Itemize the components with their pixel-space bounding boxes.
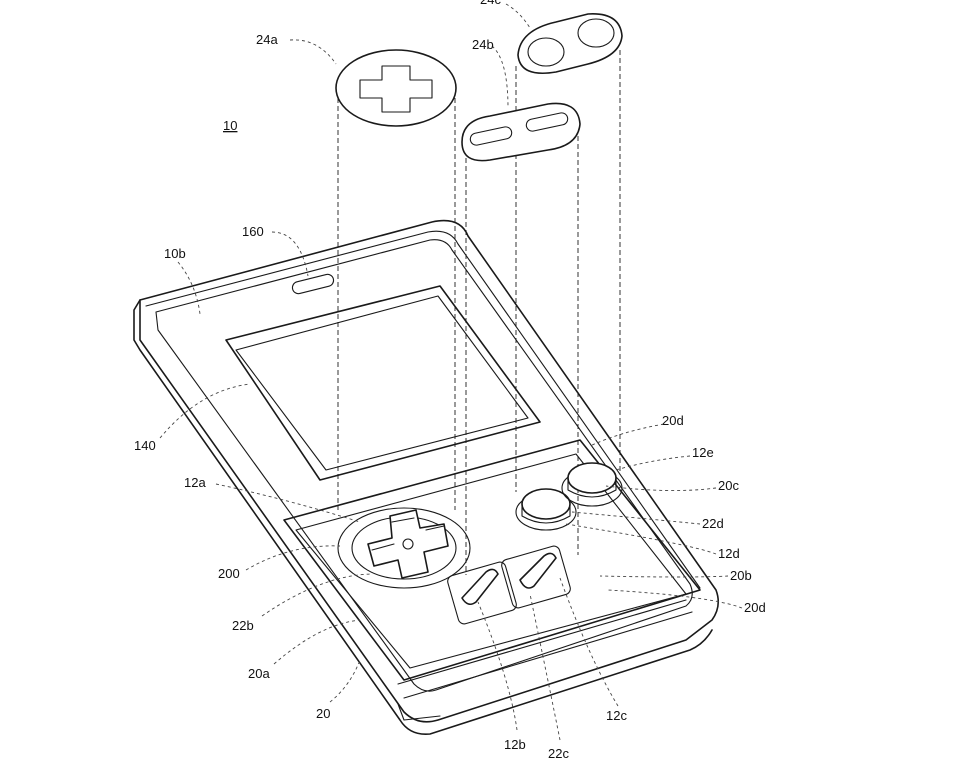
label-20a: 20a <box>248 666 270 681</box>
label-12b: 12b <box>504 737 526 752</box>
leader-lines <box>159 3 743 741</box>
start-select-cap-24b <box>461 102 581 575</box>
label-140: 140 <box>134 438 156 453</box>
label-12c: 12c <box>606 708 627 723</box>
label-20: 20 <box>316 706 330 721</box>
label-22b: 22b <box>232 618 254 633</box>
label-12a: 12a <box>184 475 206 490</box>
speaker-slot-160 <box>291 273 335 295</box>
reference-labels: 24c 24a 24b 10 160 10b 140 12a 200 22b 2… <box>134 0 766 761</box>
label-12d: 12d <box>718 546 740 561</box>
label-20b: 20b <box>730 568 752 583</box>
label-20d-bottom: 20d <box>744 600 766 615</box>
label-200: 200 <box>218 566 240 581</box>
label-10: 10 <box>223 118 237 133</box>
label-20c: 20c <box>718 478 739 493</box>
dpad-cap-24a <box>335 49 457 510</box>
label-22d: 22d <box>702 516 724 531</box>
label-24a: 24a <box>256 32 278 47</box>
label-12e: 12e <box>692 445 714 460</box>
label-20d-top: 20d <box>662 413 684 428</box>
screen-140 <box>225 285 541 481</box>
label-22c: 22c <box>548 746 569 761</box>
label-160: 160 <box>242 224 264 239</box>
label-24b: 24b <box>472 37 494 52</box>
label-10b: 10b <box>164 246 186 261</box>
label-24c: 24c <box>480 0 501 7</box>
ab-button-cap-24c <box>515 13 623 492</box>
console-body-10 <box>133 219 720 736</box>
